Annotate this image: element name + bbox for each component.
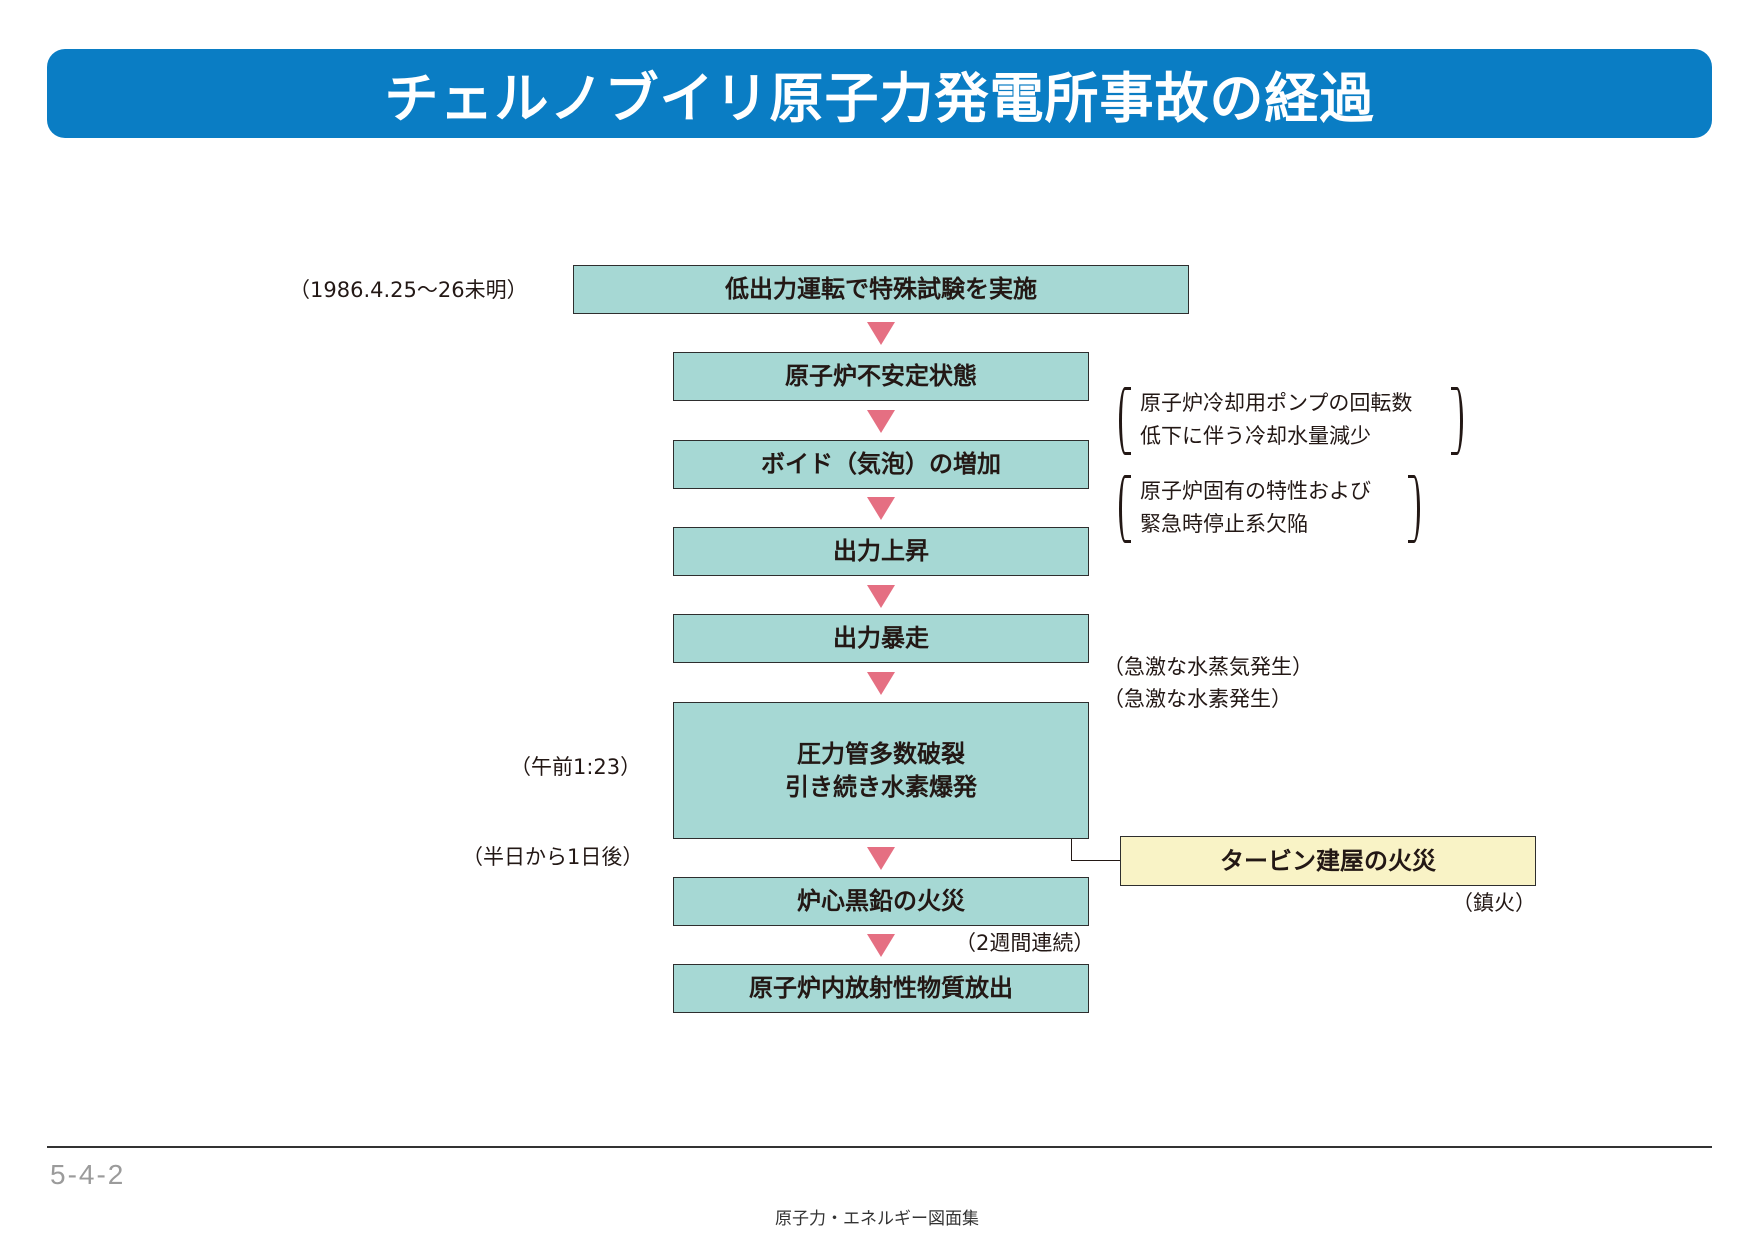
extinguished-note: （鎮火） (1452, 891, 1536, 915)
footer-divider (47, 1146, 1712, 1148)
half-day-note: （半日から1日後） (462, 845, 644, 869)
title-bar: チェルノブイリ原子力発電所事故の経過 (47, 49, 1712, 138)
flow-arrow (867, 585, 895, 608)
flow-arrow (867, 497, 895, 520)
step-power-rise: 出力上昇 (673, 527, 1089, 576)
flow-arrow (867, 672, 895, 695)
step-pressure-tube-rupture: 圧力管多数破裂 引き続き水素爆発 (673, 702, 1089, 839)
step-void-increase: ボイド（気泡）の増加 (673, 440, 1089, 489)
flow-arrow (867, 847, 895, 870)
right-bracket (1451, 387, 1463, 455)
page-number: 5-4-2 (50, 1159, 126, 1190)
page-title: チェルノブイリ原子力発電所事故の経過 (384, 67, 1375, 130)
step-low-power-test: 低出力運転で特殊試験を実施 (573, 265, 1189, 314)
steam-note: （急激な水蒸気発生） (1103, 655, 1313, 679)
cause-design-note: 原子炉固有の特性および 緊急時停止系欠陥 (1140, 479, 1371, 536)
two-weeks-note: （2週間連続） (955, 931, 1095, 955)
flow-arrow (867, 410, 895, 433)
step-graphite-fire: 炉心黒鉛の火災 (673, 877, 1089, 926)
left-bracket (1119, 475, 1131, 543)
flow-arrow (867, 322, 895, 345)
right-bracket (1408, 475, 1420, 543)
step-radioactive-release: 原子炉内放射性物質放出 (673, 964, 1089, 1013)
cause-pump-note: 原子炉冷却用ポンプの回転数 低下に伴う冷却水量減少 (1140, 391, 1413, 448)
date-note: （1986.4.25〜26未明） (289, 278, 528, 302)
left-bracket (1119, 387, 1131, 455)
step-reactor-unstable: 原子炉不安定状態 (673, 352, 1089, 401)
turbine-building-fire-box: タービン建屋の火災 (1120, 836, 1536, 886)
flow-arrow (867, 934, 895, 957)
time-note: （午前1:23） (510, 755, 642, 779)
branch-connector (1071, 839, 1120, 861)
hydrogen-note: （急激な水素発生） (1103, 687, 1292, 711)
step-power-excursion: 出力暴走 (673, 614, 1089, 663)
footer-caption: 原子力・エネルギー図面集 (775, 1209, 979, 1229)
